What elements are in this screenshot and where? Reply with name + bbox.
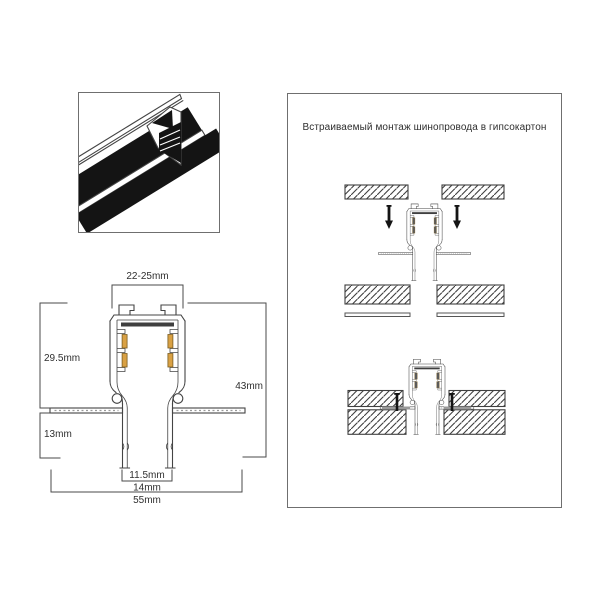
installation-step-1-diagram bbox=[344, 184, 505, 317]
installation-panel: Встраиваемый монтаж шинопровода в гипсок… bbox=[287, 93, 562, 508]
installation-panel-title: Встраиваемый монтаж шинопровода в гипсок… bbox=[302, 122, 547, 133]
product-3d-thumbnail bbox=[78, 92, 220, 233]
finishing-strip bbox=[436, 312, 505, 317]
screw-icon bbox=[394, 393, 400, 411]
drywall-panel bbox=[347, 389, 404, 408]
dim-label-channel-outer: 14mm bbox=[133, 483, 161, 494]
dim-label-upper-height: 29.5mm bbox=[44, 353, 80, 364]
drywall-panel bbox=[443, 409, 506, 435]
dim-label-recess-depth: 13mm bbox=[44, 429, 72, 440]
dim-label-top-width: 22-25mm bbox=[126, 271, 168, 282]
dim-label-flange-width: 55mm bbox=[133, 495, 161, 506]
track-3d-drawing bbox=[79, 93, 219, 232]
screw-icon bbox=[453, 205, 461, 229]
drywall-panel bbox=[448, 389, 506, 408]
screw-icon bbox=[449, 393, 455, 411]
drywall-panel bbox=[441, 184, 505, 200]
installation-steps-drawing bbox=[344, 184, 506, 435]
drywall-panel bbox=[344, 284, 411, 305]
drywall-panel bbox=[347, 409, 407, 435]
dim-label-channel-inner: 11.5mm bbox=[129, 470, 164, 481]
dim-label-total-height: 43mm bbox=[235, 381, 263, 392]
screw-icon bbox=[385, 205, 393, 229]
finishing-strip bbox=[344, 312, 411, 317]
cross-section-diagram: 22-25mm 29.5mm 43mm 13mm 11.5mm 14mm 55m… bbox=[39, 271, 267, 506]
drywall-panel bbox=[344, 184, 409, 200]
drywall-panel bbox=[436, 284, 505, 305]
installation-step-2-diagram bbox=[347, 359, 506, 435]
track-profile-cross-section bbox=[49, 304, 246, 469]
